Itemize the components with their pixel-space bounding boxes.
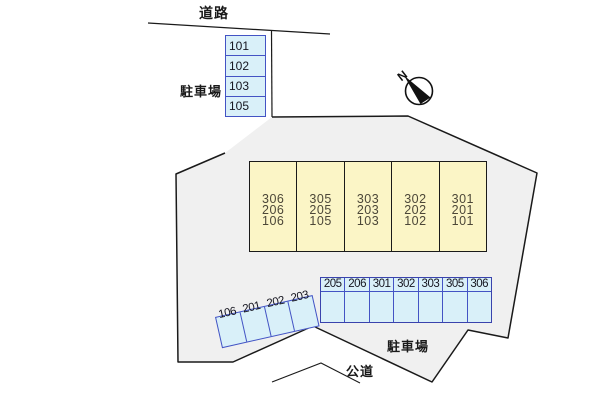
parking-space-301: 301: [368, 278, 394, 322]
parking-space-number: 305: [443, 278, 467, 292]
building-unit-stack-5: 301 201 101: [438, 162, 486, 251]
unit-number: 105: [309, 214, 332, 228]
bottom-parking-block: 205 206 301 302 303 305 306: [320, 277, 492, 323]
parking-space-306: 306: [466, 278, 491, 322]
top-parking-block: 101 102 103 105: [225, 35, 266, 117]
unit-number: 201: [451, 203, 474, 217]
building-unit-stack-2: 305 205 105: [296, 162, 343, 251]
unit-number: 306: [262, 192, 285, 206]
top-parking-boundary-line: [270, 30, 273, 118]
unit-number: 205: [309, 203, 332, 217]
unit-number: 303: [356, 192, 380, 206]
building-unit-stack-4: 302 202 102: [391, 162, 438, 251]
parking-space-205: 205: [321, 278, 345, 322]
parking-space-number: 303: [418, 278, 443, 292]
building-block: 306 206 106 305 205 105 303 203 103 302 …: [249, 161, 487, 252]
unit-number: 102: [404, 214, 427, 228]
road-edge-line: [147, 22, 331, 35]
parking-space-102: 102: [226, 55, 265, 75]
unit-number: 302: [404, 192, 427, 206]
parking-space-302: 302: [393, 278, 418, 322]
parking-space-105: 105: [226, 95, 265, 116]
parking-space-206: 206: [344, 278, 369, 322]
building-unit-stack-1: 306 206 106: [250, 162, 296, 251]
public-road-label: 公道: [346, 364, 375, 379]
parking-lot-label-bottom: 駐車場: [387, 339, 430, 354]
parking-space-number: 302: [394, 278, 418, 292]
unit-number: 305: [309, 192, 332, 206]
parking-space-number: 102: [229, 58, 250, 73]
unit-number: 106: [262, 214, 285, 228]
property-boundary-line: [175, 115, 538, 383]
parking-space-number: 103: [229, 79, 250, 94]
building-unit-stack-3: 303 203 103: [343, 162, 391, 251]
parking-space-number: 306: [467, 278, 491, 292]
parking-space-number: 206: [345, 278, 369, 292]
public-road-line: [271, 362, 361, 384]
road-label: 道路: [199, 5, 229, 21]
unit-number: 301: [451, 192, 474, 206]
compass-needle: [404, 75, 431, 104]
parking-space-number: 105: [229, 99, 250, 114]
unit-number: 202: [404, 203, 427, 217]
parking-space-303: 303: [417, 278, 443, 322]
unit-number: 101: [451, 214, 474, 228]
parking-space-203: 203: [287, 289, 319, 331]
parking-space-number: 101: [229, 38, 250, 53]
unit-number: 206: [262, 203, 285, 217]
parking-space-103: 103: [226, 75, 265, 96]
parking-space-305: 305: [442, 278, 467, 322]
parking-lot-label-top: 駐車場: [180, 84, 223, 99]
parking-space-number: 205: [321, 278, 345, 292]
parking-space-101: 101: [226, 36, 265, 55]
compass-icon: N: [395, 68, 434, 106]
parking-space-number: 301: [369, 278, 394, 292]
unit-number: 203: [356, 203, 380, 217]
unit-number: 103: [356, 214, 380, 228]
